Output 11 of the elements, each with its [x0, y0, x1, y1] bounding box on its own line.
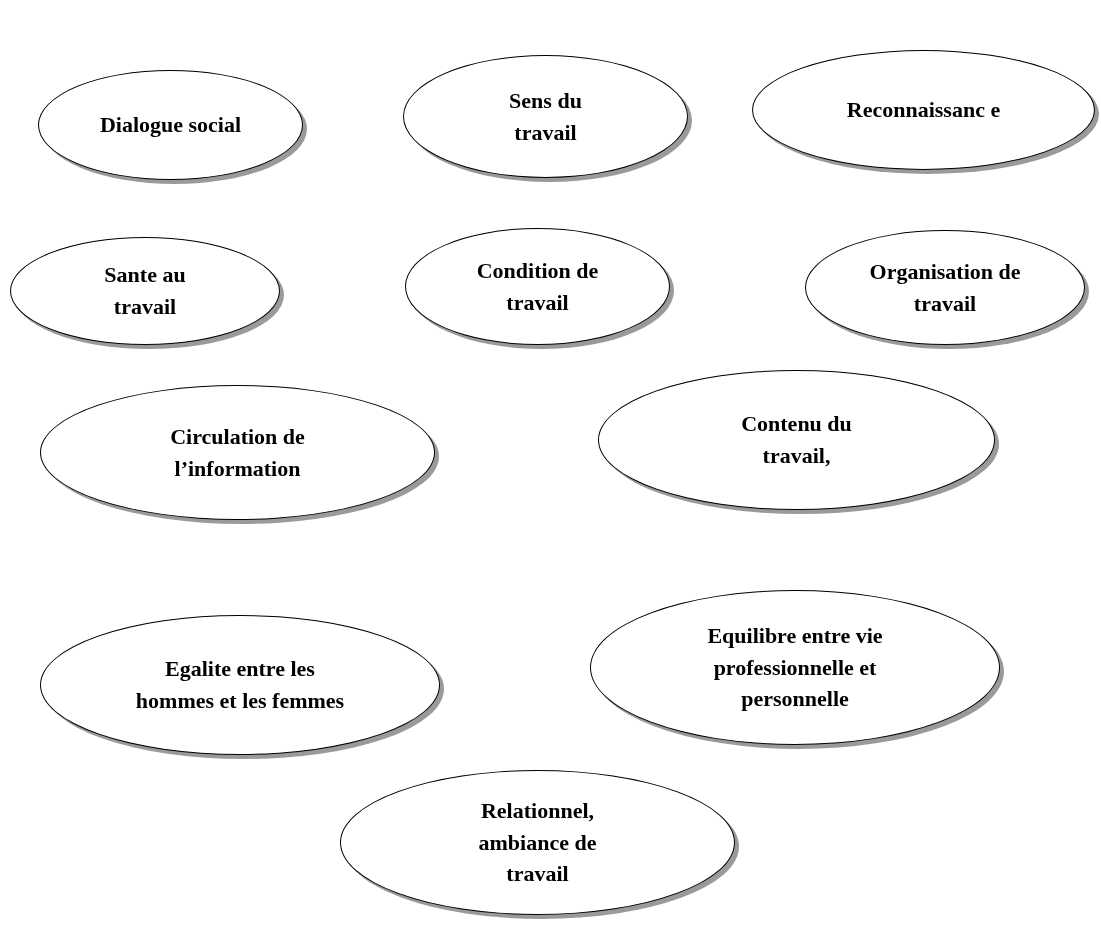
- node-label: Relationnel, ambiance de travail: [477, 796, 598, 889]
- node-label: Dialogue social: [99, 111, 242, 140]
- node-label: Contenu du travail,: [740, 410, 853, 470]
- node-label: Sens du travail: [508, 86, 583, 147]
- node-label: Circulation de l’information: [169, 422, 306, 483]
- node-label: Sante au travail: [103, 261, 187, 321]
- node-label: Reconnaissanc e: [846, 96, 1001, 125]
- node-label: Egalite entre les hommes et les femmes: [135, 655, 345, 715]
- node-label: Condition de travail: [475, 256, 600, 317]
- node-label: Organisation de travail: [868, 257, 1022, 318]
- node-label: Equilibre entre vie professionnelle et personnelle: [706, 621, 884, 714]
